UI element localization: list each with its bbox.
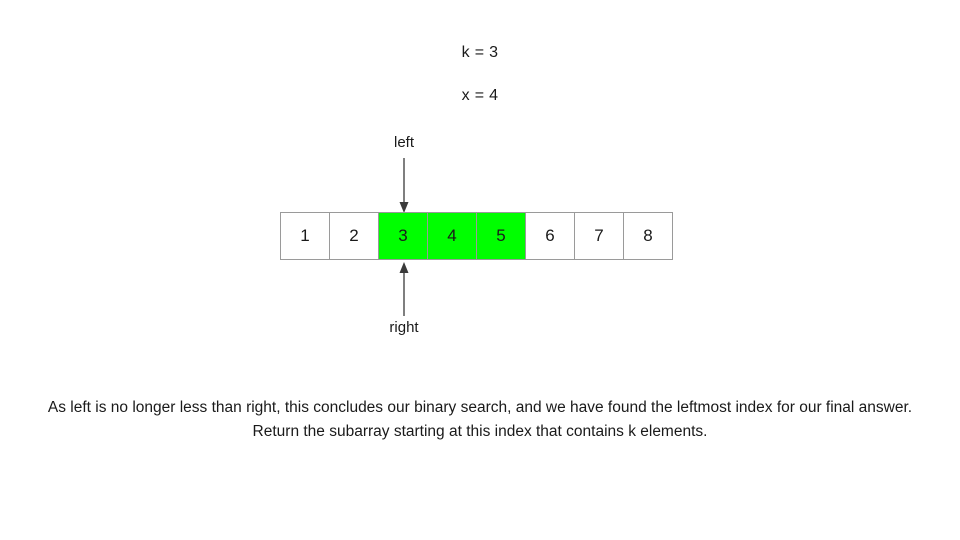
left-pointer-arrow-down-icon [399, 158, 409, 213]
array-cell[interactable]: 2 [329, 212, 379, 260]
x-value-text: x = 4 [461, 87, 499, 104]
array-cell[interactable]: 7 [574, 212, 624, 260]
right-pointer-arrow-up-icon [399, 262, 409, 316]
array-cell[interactable]: 8 [623, 212, 673, 260]
k-value-text: k = 3 [461, 44, 499, 61]
array-cell[interactable]: 3 [378, 212, 428, 260]
variable-readouts: k = 3 x = 4 [0, 44, 960, 105]
array-row: 1 2 3 4 5 6 7 8 [280, 212, 673, 260]
left-pointer-label: left [393, 134, 415, 151]
explanation-caption: As left is no longer less than right, th… [47, 399, 913, 440]
array-cell[interactable]: 5 [476, 212, 526, 260]
array-cell[interactable]: 1 [280, 212, 330, 260]
array-cell[interactable]: 4 [427, 212, 477, 260]
array-cell[interactable]: 6 [525, 212, 575, 260]
right-pointer-label: right [389, 319, 419, 336]
